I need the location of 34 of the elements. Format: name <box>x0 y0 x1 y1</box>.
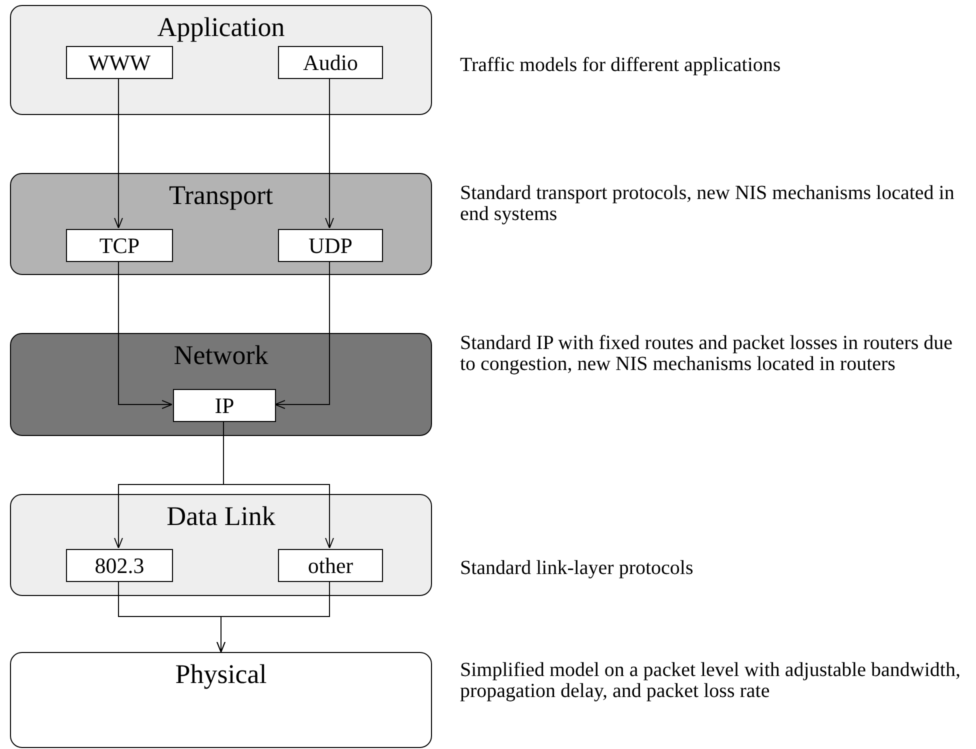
layer-description: Simplified model on a packet level with adjustable bandwidth, propagation delay, and packet loss rate <box>460 660 962 702</box>
layer-title: Physical <box>174 659 268 689</box>
layer-box <box>10 173 432 275</box>
layer-title: Application <box>156 12 286 42</box>
layer-description: Standard transport protocols, new NIS mechanisms located in end systems <box>460 183 956 225</box>
protocol-label: Audio <box>303 50 358 76</box>
protocol-label: TCP <box>99 232 140 258</box>
protocol-box <box>66 549 173 582</box>
layer-box <box>10 652 432 748</box>
protocol-label: WWW <box>88 50 151 76</box>
arrow <box>216 580 330 652</box>
arrow <box>274 260 330 409</box>
protocol-box <box>173 389 276 422</box>
layer-title: Network <box>172 340 270 370</box>
layer-title: Data Link <box>166 501 276 531</box>
layer-box <box>10 5 432 115</box>
protocol-box <box>278 46 383 79</box>
protocol-label: IP <box>214 392 234 418</box>
layer-description: Standard IP with fixed routes and packet losses in routers due to congestion, new NIS mechanisms located in routers <box>460 333 954 375</box>
protocol-box <box>66 229 173 262</box>
protocol-label: UDP <box>308 232 352 258</box>
arrow <box>118 260 172 409</box>
layer-description: Traffic models for different applications <box>460 55 782 76</box>
layer-description: Standard link-layer protocols <box>460 558 694 579</box>
layer-box <box>10 333 432 436</box>
protocol-box <box>278 229 383 262</box>
layer-title: Transport <box>168 180 274 210</box>
protocol-label: 802.3 <box>94 552 144 578</box>
layer-box <box>10 494 432 596</box>
protocol-box <box>66 46 173 79</box>
arrow <box>114 78 123 228</box>
arrow <box>325 78 334 228</box>
protocol-box <box>278 549 383 582</box>
protocol-label: other <box>308 552 354 578</box>
